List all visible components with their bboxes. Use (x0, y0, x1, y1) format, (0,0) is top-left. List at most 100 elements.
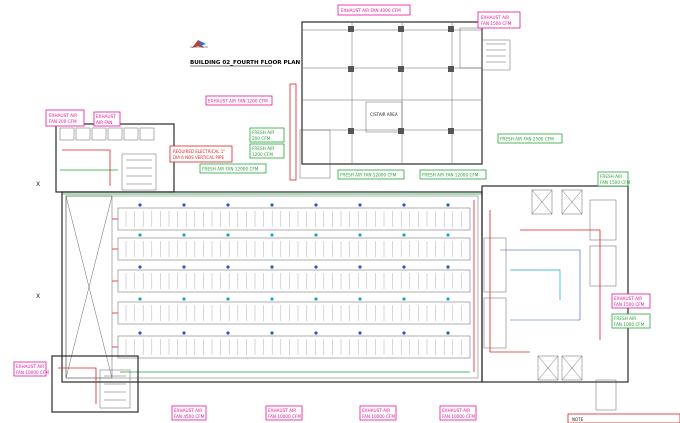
tag-fresh-right: FRESH AIR FAN 1500 CFM (597, 171, 631, 187)
diffuser-icon (314, 331, 318, 335)
diffuser-icon (358, 297, 362, 301)
diffuser-icon (358, 203, 362, 207)
compass-icon (190, 40, 208, 48)
tag-exhaust-left: EXHAUST AIR FAN 200 CFM (45, 109, 85, 127)
diffuser-icon (402, 265, 406, 269)
duct-row (117, 207, 471, 231)
svg-text:EXHAUST: EXHAUST (96, 114, 116, 119)
svg-text:FAN 1500 CFM: FAN 1500 CFM (614, 302, 645, 307)
diffuser-icon (138, 331, 142, 335)
svg-text:FRESH AIR: FRESH AIR (600, 174, 622, 179)
diffuser-icon (314, 233, 318, 237)
svg-text:FRESH AIR: FRESH AIR (614, 316, 636, 321)
upper-core-block (289, 21, 511, 181)
svg-text:FAN 10000 CFM: FAN 10000 CFM (362, 414, 395, 419)
svg-text:EXHAUST AIR FAN 1200 CFM: EXHAUST AIR FAN 1200 CFM (208, 99, 268, 104)
tag-exhaust-left-upper: EXHAUST AIR FAN (93, 111, 121, 127)
duct-row (117, 335, 471, 359)
diffuser-icon (446, 297, 450, 301)
svg-text:FRESH AIR FAN 12000 CFM: FRESH AIR FAN 12000 CFM (340, 173, 397, 178)
diffuser-icon (358, 265, 362, 269)
svg-text:EXHAUST AIR: EXHAUST AIR (614, 296, 642, 301)
svg-text:EXHAUST AIR: EXHAUST AIR (442, 408, 470, 413)
main-hall (61, 191, 483, 383)
tag-fresh-right-top: FRESH AIR FAN 2500 CFM (497, 133, 563, 144)
diffuser-icon (446, 265, 450, 269)
svg-text:EXHAUST AIR: EXHAUST AIR (481, 15, 509, 20)
diffuser-icon (270, 331, 274, 335)
svg-text:FAN 1500 CFM: FAN 1500 CFM (481, 21, 512, 26)
svg-text:FAN 1500 CFM: FAN 1500 CFM (600, 180, 631, 185)
diffuser-icon (446, 203, 450, 207)
svg-text:AIR FAN: AIR FAN (96, 120, 112, 125)
svg-text:REQUIRED ELECTRICAL 1": REQUIRED ELECTRICAL 1" (173, 149, 225, 154)
diffuser-icon (446, 331, 450, 335)
diffuser-icon (226, 297, 230, 301)
diffuser-icon (138, 297, 142, 301)
duct-row (117, 269, 471, 293)
svg-text:FRESH AIR FAN 12000 CFM: FRESH AIR FAN 12000 CFM (202, 167, 259, 172)
diffuser-icon (402, 297, 406, 301)
duct-row (117, 237, 471, 261)
tag-fresh-right-low: FRESH AIR FAN 1000 CFM (611, 313, 651, 329)
tag-required-electrical: REQUIRED ELECTRICAL 1" DIA 6 NOS VERTICA… (169, 145, 233, 163)
svg-text:1200 CFM: 1200 CFM (252, 152, 273, 157)
diffuser-icon (226, 331, 230, 335)
svg-text:EXHAUST AIR: EXHAUST AIR (16, 364, 44, 369)
tag-exhaust-bottom-3: EXHAUST AIR FAN 10000 CFM (439, 405, 477, 421)
tag-fresh-left: FRESH AIR FAN 12000 CFM (199, 163, 267, 174)
diffuser-icon (402, 203, 406, 207)
tag-fresh-small-1: FRESH AIR 200 CFM (249, 127, 285, 143)
notes-label: NOTE (572, 417, 584, 422)
diffuser-icon (314, 265, 318, 269)
svg-text:FRESH AIR: FRESH AIR (252, 146, 274, 151)
diffuser-icon (314, 297, 318, 301)
diffuser-icon (226, 233, 230, 237)
grid-mark-x: X (36, 293, 40, 300)
diffuser-icon (270, 233, 274, 237)
tag-fresh-small-2: FRESH AIR 1200 CFM (249, 143, 285, 159)
diffuser-icon (226, 265, 230, 269)
core-area-label: C/STAIR AREA (370, 112, 398, 117)
drawing-title: BUILDING 02_FOURTH FLOOR PLAN (190, 60, 301, 66)
diffuser-icon (138, 233, 142, 237)
tag-fresh-main: FRESH AIR FAN 12000 CFM (419, 169, 487, 180)
svg-text:EXHAUST AIR: EXHAUST AIR (268, 408, 296, 413)
svg-text:EXHAUST AIR FAN 4000 CFM: EXHAUST AIR FAN 4000 CFM (341, 8, 401, 13)
right-service-block (481, 185, 629, 411)
svg-text:FRESH AIR FAN 12000 CFM: FRESH AIR FAN 12000 CFM (422, 173, 479, 178)
left-toilet-block (55, 123, 175, 193)
tag-exhaust-bottom-1: EXHAUST AIR FAN 10000 CFM (265, 405, 303, 421)
svg-text:FAN 200 CFM: FAN 200 CFM (49, 119, 77, 124)
diffuser-icon (402, 331, 406, 335)
tag-exhaust-bottom-2: EXHAUST AIR FAN 10000 CFM (359, 405, 397, 421)
diffuser-icon (446, 233, 450, 237)
svg-text:EXHAUST AIR: EXHAUST AIR (174, 408, 202, 413)
svg-text:DIA 6 NOS VERTICAL PIPE: DIA 6 NOS VERTICAL PIPE (173, 155, 224, 160)
diffuser-icon (314, 203, 318, 207)
svg-text:FAN 10000 CFM: FAN 10000 CFM (268, 414, 301, 419)
duct-layout (112, 200, 475, 373)
diffuser-icon (270, 265, 274, 269)
tag-exhaust-right: EXHAUST AIR FAN 1500 CFM (611, 293, 651, 309)
svg-text:FAN 4500 CFM: FAN 4500 CFM (174, 414, 205, 419)
lower-left-block (51, 355, 139, 413)
tag-exhaust-bottom-4: EXHAUST AIR FAN 10000 CFM (13, 361, 49, 377)
diffuser-icon (182, 297, 186, 301)
tag-exhaust-bottom-left: EXHAUST AIR FAN 4500 CFM (171, 405, 207, 421)
svg-text:FAN 1000 CFM: FAN 1000 CFM (614, 322, 645, 327)
diffuser-icon (226, 203, 230, 207)
diffuser-icon (358, 233, 362, 237)
diffuser-icon (182, 265, 186, 269)
diffuser-icon (138, 265, 142, 269)
tag-fresh-center: FRESH AIR FAN 12000 CFM (337, 169, 405, 180)
svg-text:EXHAUST AIR: EXHAUST AIR (362, 408, 390, 413)
grid-mark-x1: X (36, 181, 40, 188)
tag-exhaust-mid: EXHAUST AIR FAN 1200 CFM (205, 95, 273, 106)
tag-exhaust-top-right: EXHAUST AIR FAN 1500 CFM (477, 11, 521, 29)
svg-text:200 CFM: 200 CFM (252, 136, 271, 141)
diffuser-icon (270, 203, 274, 207)
diffuser-icon (402, 233, 406, 237)
